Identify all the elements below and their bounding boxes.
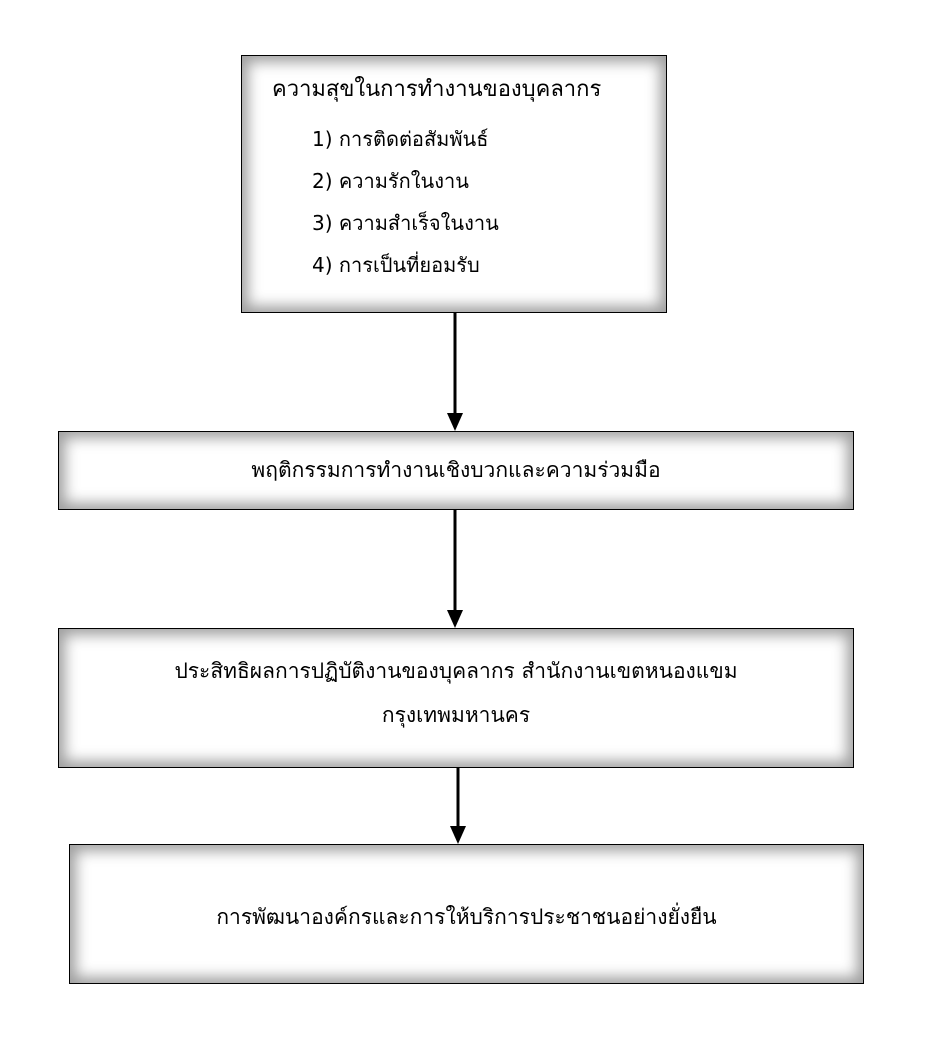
arrow-behavior-to-effectiveness — [447, 510, 463, 628]
happiness-factor-item: 3) ความสำเร็จในงาน — [312, 211, 499, 235]
arrow-head — [447, 610, 463, 628]
arrow-head — [450, 826, 466, 844]
arrow-effectiveness-to-development — [450, 768, 466, 844]
box-effectiveness-text: ประสิทธิผลการปฏิบัติงานของบุคลากร สำนักง… — [59, 649, 853, 737]
happiness-factor-item: 4) การเป็นที่ยอมรับ — [312, 253, 480, 277]
happiness-factor-item: 1) การติดต่อสัมพันธ์ — [312, 127, 489, 151]
happiness-factor-item: 2) ความรักในงาน — [312, 169, 469, 193]
box-happiness: ความสุขในการทำงานของบุคลากร 1) การติดต่อ… — [241, 55, 667, 313]
box-effectiveness-line2: กรุงเทพมหานคร — [381, 703, 531, 727]
box-development-text: การพัฒนาองค์กรและการให้บริการประชาชนอย่า… — [216, 905, 717, 929]
box-behavior-text: พฤติกรรมการทำงานเชิงบวกและความร่วมมือ — [251, 458, 661, 482]
box-effectiveness-line1: ประสิทธิผลการปฏิบัติงานของบุคลากร สำนักง… — [174, 659, 738, 683]
arrow-happiness-to-behavior — [447, 313, 463, 431]
arrow-head — [447, 413, 463, 431]
box-happiness-title: ความสุขในการทำงานของบุคลากร — [272, 77, 602, 102]
box-effectiveness: ประสิทธิผลการปฏิบัติงานของบุคลากร สำนักง… — [58, 628, 854, 768]
happiness-factor-list: 1) การติดต่อสัมพันธ์ 2) ความรักในงาน 3) … — [312, 118, 499, 286]
box-behavior: พฤติกรรมการทำงานเชิงบวกและความร่วมมือ — [58, 431, 854, 510]
box-development: การพัฒนาองค์กรและการให้บริการประชาชนอย่า… — [69, 844, 864, 984]
